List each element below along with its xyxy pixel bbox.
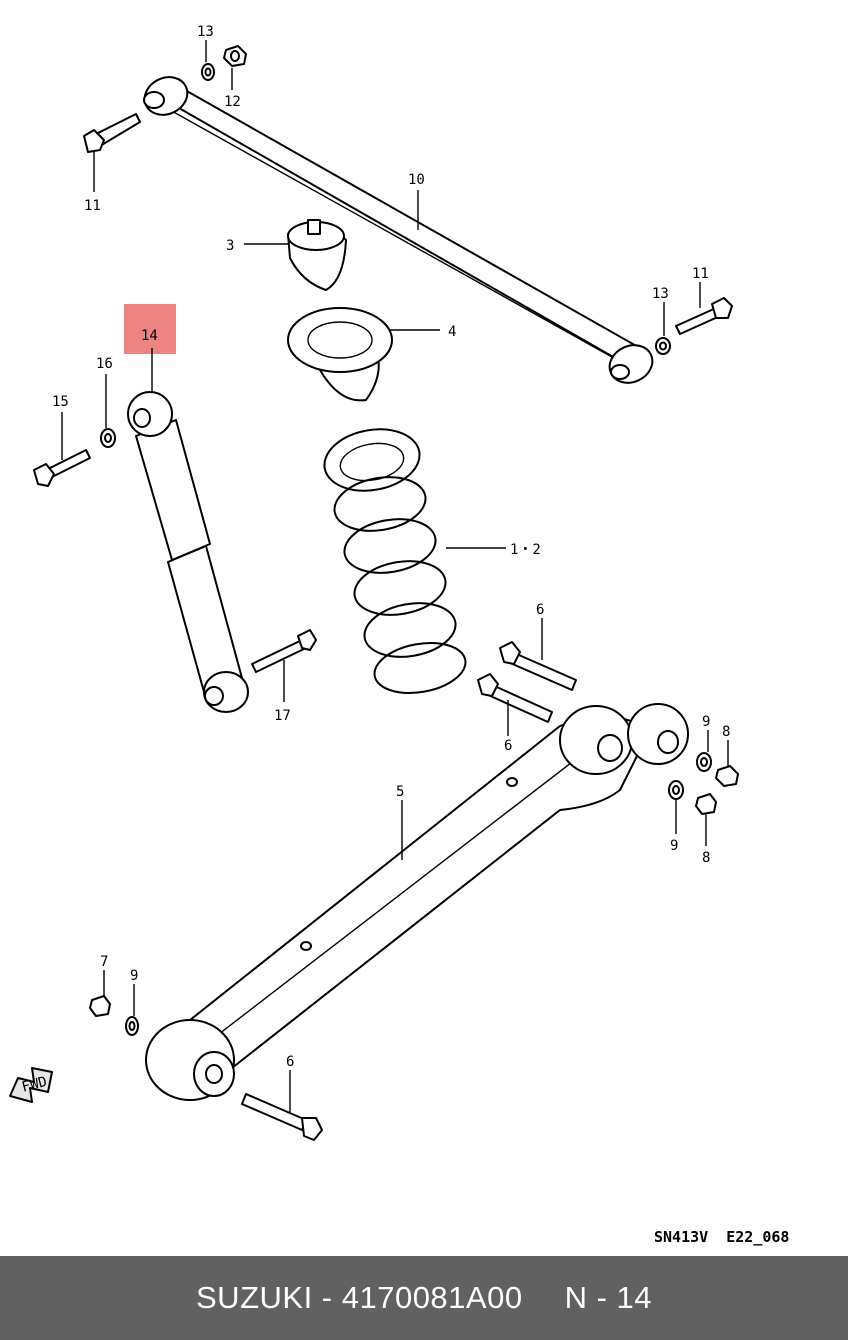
label-9-right-top: 9 <box>702 714 710 730</box>
washer-9-left <box>125 1016 139 1036</box>
washer-13-top <box>201 63 215 81</box>
label-17: 17 <box>274 708 291 724</box>
footer-position: N - 14 <box>564 1280 652 1315</box>
fwd-arrow-icon: FWD <box>9 1067 53 1103</box>
label-3: 3 <box>226 238 234 254</box>
label-11-left: 11 <box>84 198 101 214</box>
leader-lines <box>61 40 729 1112</box>
lateral-rod <box>143 76 654 384</box>
spring-seat <box>287 307 393 402</box>
label-13-top: 13 <box>197 24 214 40</box>
label-11-right: 11 <box>692 266 709 282</box>
label-15: 15 <box>52 394 69 410</box>
label-9-left: 9 <box>130 968 138 984</box>
bolt-17 <box>251 629 317 673</box>
washer-13-right <box>655 337 671 355</box>
nut-7 <box>89 995 111 1017</box>
washer-9-right-bottom <box>668 780 684 800</box>
nut-8-right-top <box>715 765 739 787</box>
label-14: 14 <box>141 328 158 344</box>
trailing-arm <box>145 703 689 1101</box>
label-6-mid: 6 <box>504 738 512 754</box>
washer-16 <box>100 428 116 448</box>
bolt-6-bottom <box>241 1093 323 1141</box>
label-8-right-bottom: 8 <box>702 850 710 866</box>
label-13-right: 13 <box>652 286 669 302</box>
label-4: 4 <box>448 324 456 340</box>
label-12: 12 <box>224 94 241 110</box>
fwd-label: FWD <box>20 1074 49 1096</box>
label-1-2: 1・2 <box>510 542 541 558</box>
bolt-11-left <box>83 113 141 153</box>
label-10: 10 <box>408 172 425 188</box>
footer-bar: SUZUKI - 4170081A00 N - 14 <box>0 1256 848 1340</box>
label-16: 16 <box>96 356 113 372</box>
bolt-11-right <box>675 297 733 335</box>
nut-12 <box>223 45 247 67</box>
bolt-6-top <box>499 641 577 691</box>
label-6-bottom: 6 <box>286 1054 294 1070</box>
nut-8-right-bottom <box>695 793 717 815</box>
label-5: 5 <box>396 784 404 800</box>
label-6-top: 6 <box>536 602 544 618</box>
label-7: 7 <box>100 954 108 970</box>
washer-9-right-top <box>696 752 712 772</box>
parts-diagram: FWD 13 12 11 10 3 13 11 4 14 16 15 1・ <box>9 24 789 1246</box>
label-8-right-top: 8 <box>722 724 730 740</box>
bolt-15 <box>33 449 91 487</box>
bolt-6-mid <box>477 673 553 723</box>
footer-part-number: SUZUKI - 4170081A00 <box>196 1280 523 1315</box>
bump-stopper <box>287 219 347 291</box>
label-9-right-bottom: 9 <box>670 838 678 854</box>
drawing-code: SN413V E22_068 <box>654 1228 789 1246</box>
coil-spring <box>323 428 467 694</box>
highlight-box <box>124 304 176 354</box>
shock-absorber <box>127 391 249 713</box>
